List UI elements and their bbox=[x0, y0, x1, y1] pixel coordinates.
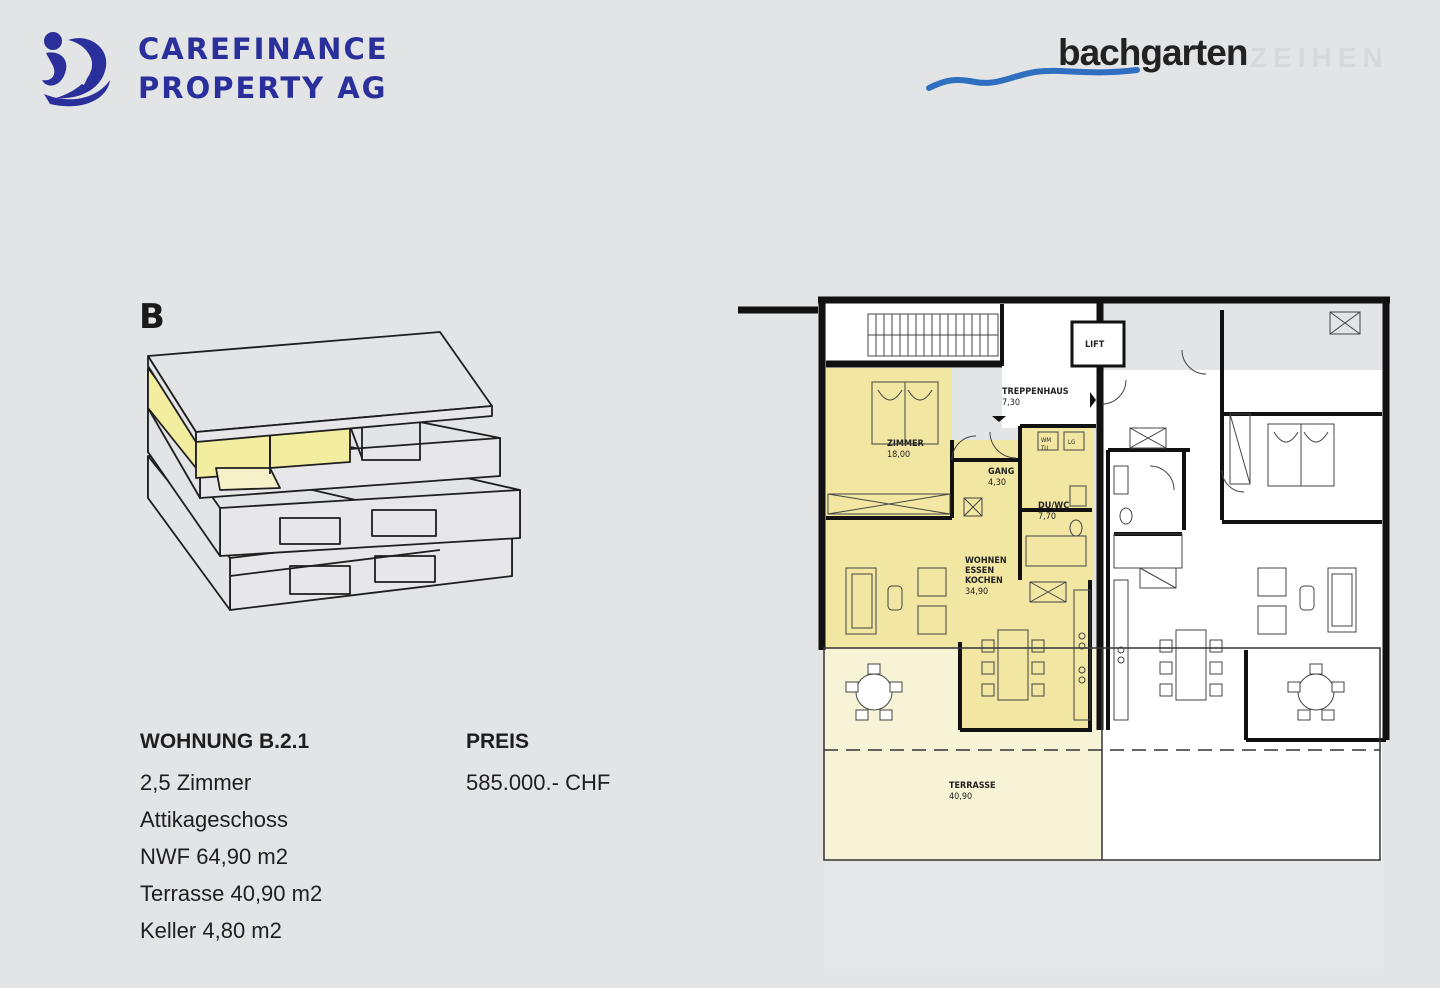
room-label-zimmer: ZIMMER bbox=[887, 439, 925, 449]
price-info: PREIS 585.000.- CHF bbox=[466, 730, 610, 801]
stair-arrow-icon bbox=[992, 416, 1006, 422]
sofa-icon bbox=[845, 567, 1357, 635]
building-letter: B bbox=[139, 297, 165, 337]
unit-nwf: NWF 64,90 m2 bbox=[140, 844, 288, 869]
unit-cellar: Keller 4,80 m2 bbox=[140, 918, 282, 943]
unit-rooms: 2,5 Zimmer bbox=[140, 770, 252, 795]
terrace-table-icon bbox=[845, 663, 1345, 721]
entry-arrow-icon bbox=[1090, 392, 1096, 408]
room-label-gang: GANG bbox=[988, 467, 1015, 477]
bachgarten-sub: ZEIHEN bbox=[1250, 42, 1389, 73]
lift-shaft bbox=[1070, 320, 1126, 368]
unit-info: WOHNUNG B.2.1 2,5 Zimmer Attikageschoss … bbox=[140, 730, 322, 949]
bed-icon bbox=[871, 381, 939, 445]
carefinance-emblem-icon bbox=[42, 32, 110, 107]
room-area-duwc: 7,70 bbox=[1038, 512, 1056, 522]
building-isometric-drawing bbox=[147, 331, 521, 611]
carefinance-logo: CAREFINANCE PROPERTY AG bbox=[38, 28, 418, 108]
bachgarten-logo: bachgarten ZEIHEN bbox=[925, 30, 1405, 100]
wave-icon bbox=[926, 67, 1140, 91]
dining-table-icon bbox=[981, 629, 1223, 701]
room-label-treppenhaus: TREPPENHAUS bbox=[1002, 387, 1069, 397]
bachgarten-name: bachgarten bbox=[1058, 32, 1248, 73]
carefinance-name-line1: CAREFINANCE bbox=[138, 32, 389, 66]
room-label-duwc: DU/WC bbox=[1038, 501, 1069, 511]
price-value: 585.000.- CHF bbox=[466, 770, 611, 795]
fixture-washer: WM bbox=[1041, 437, 1051, 444]
room-label-lift: LIFT bbox=[1085, 340, 1105, 350]
room-label-essen: ESSEN bbox=[965, 566, 994, 576]
room-area-terrasse: 40,90 bbox=[949, 792, 972, 802]
room-label-terrasse: TERRASSE bbox=[949, 781, 996, 791]
floor-plan: ZIMMER 18,00 GANG 4,30 DU/WC 7,70 WOHNEN… bbox=[738, 296, 1390, 970]
room-label-kochen: KOCHEN bbox=[965, 576, 1003, 586]
fixture-dryer: TU bbox=[1040, 445, 1048, 452]
carefinance-name: CAREFINANCE PROPERTY AG bbox=[138, 30, 389, 108]
room-area-gang: 4,30 bbox=[988, 478, 1006, 488]
price-label: PREIS bbox=[466, 730, 530, 753]
fixture-storage: LG bbox=[1068, 439, 1075, 446]
room-area-wohnen: 34,90 bbox=[965, 587, 988, 597]
carefinance-name-line2: PROPERTY AG bbox=[138, 71, 388, 105]
bed-icon bbox=[1267, 423, 1335, 487]
unit-terrace: Terrasse 40,90 m2 bbox=[140, 881, 323, 906]
unit-title: WOHNUNG B.2.1 bbox=[140, 730, 310, 753]
unit-highlight-area bbox=[826, 368, 952, 518]
room-area-treppenhaus: 7,30 bbox=[1002, 398, 1020, 408]
unit-floor: Attikageschoss bbox=[140, 807, 288, 832]
room-area-zimmer: 18,00 bbox=[887, 450, 910, 460]
room-label-wohnen: WOHNEN bbox=[965, 556, 1007, 566]
